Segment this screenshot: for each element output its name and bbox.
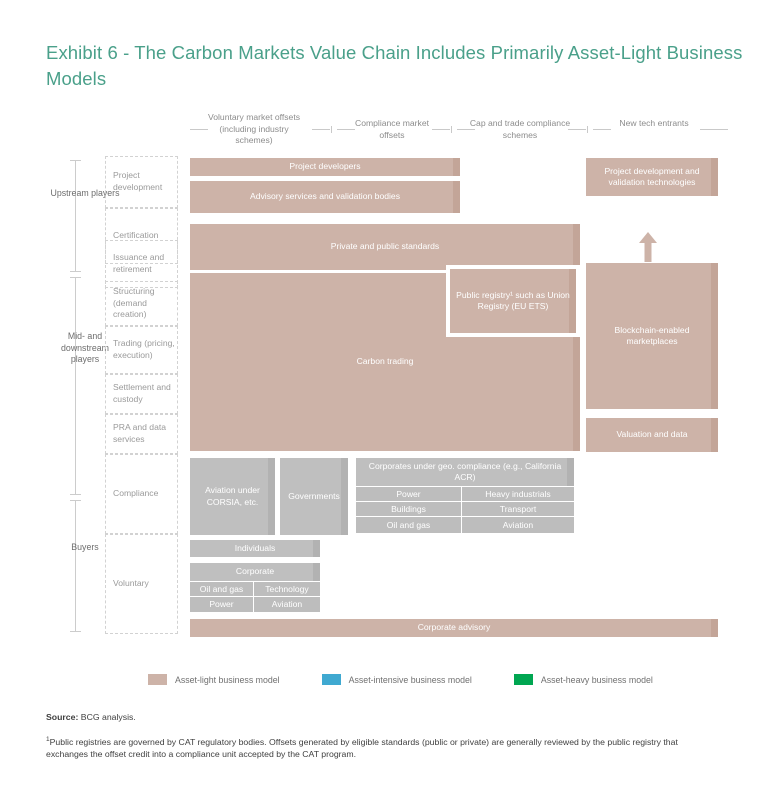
row-label-trading: Trading (pricing, execution)	[105, 326, 178, 374]
cell-corporates-aviation[interactable]: Aviation	[462, 517, 574, 533]
page-title: Exhibit 6 - The Carbon Markets Value Cha…	[46, 42, 743, 89]
box-public-registry[interactable]: Public registry¹ such as Union Registry …	[450, 269, 576, 333]
box-edge	[341, 458, 348, 535]
legend-swatch-asset-light	[148, 674, 167, 685]
row-label-pra-data-services: PRA and data services	[105, 414, 178, 454]
box-edge	[711, 418, 718, 452]
column-header-compliance-market-offsets: Compliance market offsets	[354, 118, 430, 140]
box-corporate[interactable]: Corporate	[190, 563, 320, 581]
header-divider-2	[451, 126, 452, 133]
bracket-cap-mid-bottom	[70, 494, 81, 495]
box-aviation-under-corsia[interactable]: Aviation under CORSIA, etc.	[190, 458, 275, 535]
header-rule-1b	[312, 129, 330, 130]
box-edge	[711, 619, 718, 637]
footnote-marker: 1	[46, 736, 50, 743]
box-corporate-advisory[interactable]: Corporate advisory	[190, 619, 718, 637]
box-edge	[453, 158, 460, 176]
player-group-upstream: Upstream players	[50, 188, 120, 198]
header-rule-2b	[432, 129, 450, 130]
header-rule-4b	[700, 129, 728, 130]
box-edge	[313, 563, 320, 581]
legend: Asset-light business model Asset-intensi…	[148, 674, 653, 685]
row-label-settlement-custody: Settlement and custody	[105, 374, 178, 414]
legend-label-asset-light: Asset-light business model	[175, 674, 280, 685]
player-group-mid-downstream: Mid- and downstream players	[61, 331, 109, 364]
bracket-line-mid	[75, 277, 76, 495]
box-edge	[268, 458, 275, 535]
box-edge	[567, 458, 574, 486]
column-header-voluntary-market-offsets: Voluntary market offsets (including indu…	[207, 112, 301, 145]
box-governments[interactable]: Governments	[280, 458, 348, 535]
row-label-voluntary: Voluntary	[105, 534, 178, 634]
upward-arrow-icon	[636, 230, 660, 262]
box-edge	[313, 540, 320, 557]
column-header-new-tech-entrants: New tech entrants	[619, 118, 689, 128]
box-corporates-geo-compliance[interactable]: Corporates under geo. compliance (e.g., …	[356, 458, 574, 486]
row-label-certification: Certification	[105, 208, 178, 264]
header-rule-4a	[593, 129, 611, 130]
box-edge	[711, 263, 718, 409]
box-blockchain-marketplaces[interactable]: Blockchain-enabled marketplaces	[586, 263, 718, 409]
source-text: BCG analysis.	[78, 712, 136, 722]
row-label-structuring: Structuring (demand creation)	[105, 281, 178, 326]
bracket-cap-buyers-bottom	[70, 631, 81, 632]
box-edge	[453, 181, 460, 213]
player-group-buyers: Buyers	[71, 542, 99, 552]
box-project-developers[interactable]: Project developers	[190, 158, 460, 176]
cell-corporate-technology[interactable]: Technology	[254, 582, 320, 596]
legend-label-asset-intensive: Asset-intensive business model	[348, 674, 472, 685]
legend-label-asset-heavy: Asset-heavy business model	[540, 674, 653, 685]
box-advisory-services[interactable]: Advisory services and validation bodies	[190, 181, 460, 213]
cell-corporates-oil-and-gas[interactable]: Oil and gas	[356, 517, 461, 533]
box-valuation-and-data[interactable]: Valuation and data	[586, 418, 718, 452]
row-label-project-development: Project development	[105, 156, 178, 208]
cell-corporates-transport[interactable]: Transport	[462, 502, 574, 516]
header-rule-2a	[337, 129, 355, 130]
box-edge	[573, 224, 580, 270]
cell-corporates-heavy-industrials[interactable]: Heavy industrials	[462, 487, 574, 501]
row-label-compliance: Compliance	[105, 454, 178, 534]
box-project-development-technologies[interactable]: Project development and validation techn…	[586, 158, 718, 196]
legend-item-asset-intensive: Asset-intensive business model	[321, 674, 472, 685]
legend-swatch-asset-intensive	[321, 674, 341, 685]
row-label-issuance-retirement: Issuance and retirement	[105, 240, 178, 288]
legend-swatch-asset-heavy	[513, 674, 533, 685]
footnote-text: Public registries are governed by CAT re…	[46, 736, 678, 760]
box-edge	[569, 269, 576, 333]
header-rule-3b	[568, 129, 586, 130]
header-rule-1a	[190, 129, 208, 130]
cell-corporate-aviation[interactable]: Aviation	[254, 597, 320, 612]
footnote: 1Public registries are governed by CAT r…	[46, 734, 718, 760]
bracket-line-buyers	[75, 500, 76, 632]
bracket-cap-upstream-bottom	[70, 271, 81, 272]
source-line: Source: BCG analysis.	[46, 712, 136, 722]
cell-corporates-power[interactable]: Power	[356, 487, 461, 501]
box-edge	[573, 273, 580, 451]
box-individuals[interactable]: Individuals	[190, 540, 320, 557]
cell-corporates-buildings[interactable]: Buildings	[356, 502, 461, 516]
header-divider-3	[587, 126, 588, 133]
box-edge	[711, 158, 718, 196]
header-divider-1	[331, 126, 332, 133]
header-rule-3a	[457, 129, 475, 130]
column-header-cap-and-trade: Cap and trade compliance schemes	[469, 118, 571, 140]
bracket-line-upstream	[75, 160, 76, 272]
cell-corporate-power[interactable]: Power	[190, 597, 253, 612]
cell-corporate-oil-and-gas[interactable]: Oil and gas	[190, 582, 253, 596]
source-label: Source:	[46, 712, 79, 722]
box-private-public-standards[interactable]: Private and public standards	[190, 224, 580, 270]
legend-item-asset-heavy: Asset-heavy business model	[513, 674, 653, 685]
legend-item-asset-light: Asset-light business model	[148, 674, 280, 685]
